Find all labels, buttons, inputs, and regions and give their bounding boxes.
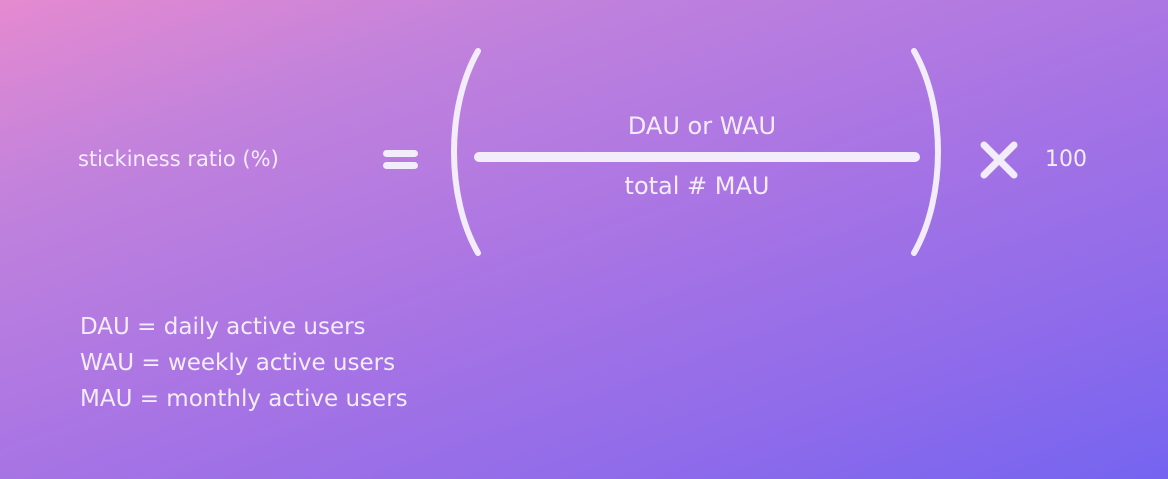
fraction-denominator: total # MAU [624, 172, 770, 200]
abbreviation-legend: DAU = daily active users WAU = weekly ac… [80, 309, 408, 417]
fraction-numerator: DAU or WAU [627, 112, 777, 140]
equals-bar-bottom [383, 162, 418, 169]
equals-icon [383, 148, 418, 170]
formula-multiplier: 100 [1045, 147, 1087, 172]
formula-lhs-label: stickiness ratio (%) [78, 147, 279, 171]
legend-item-wau: WAU = weekly active users [80, 350, 396, 376]
equals-bar-top [383, 150, 418, 157]
right-parenthesis-icon [908, 47, 948, 257]
left-parenthesis-icon [444, 47, 484, 257]
legend-item-mau: MAU = monthly active users [80, 386, 408, 412]
multiply-icon [979, 141, 1019, 179]
fraction-bar [474, 152, 920, 162]
legend-item-dau: DAU = daily active users [80, 314, 366, 340]
